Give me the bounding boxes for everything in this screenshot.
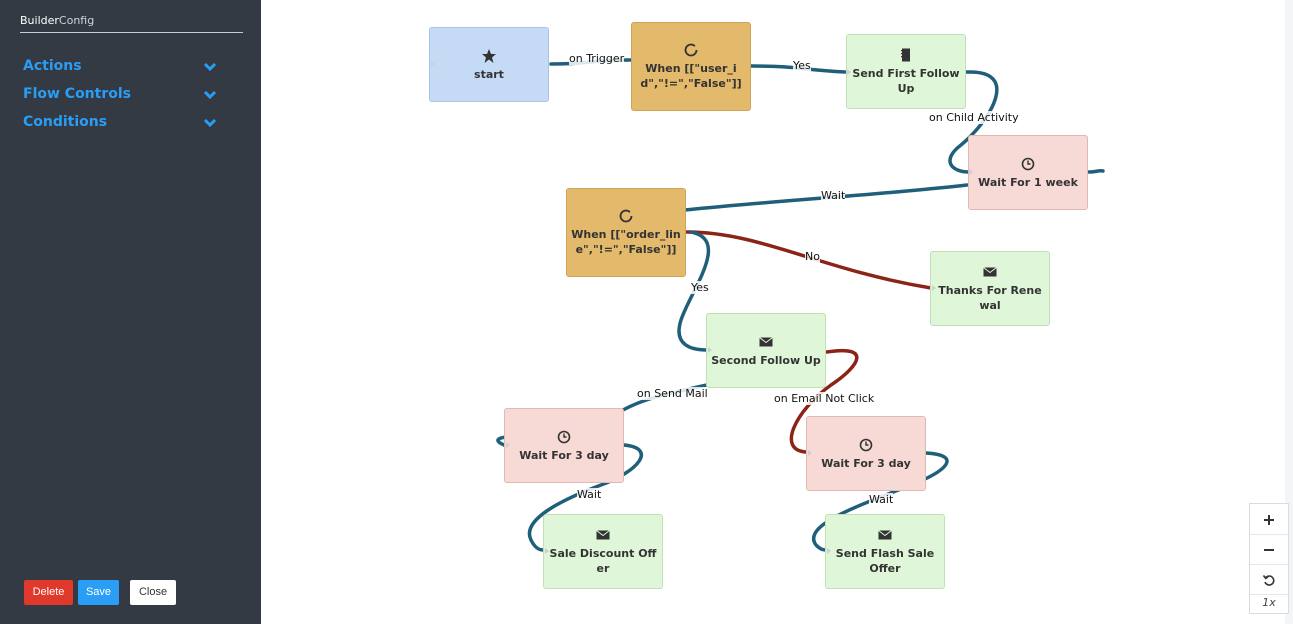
zoom-out-button[interactable] — [1250, 536, 1288, 565]
brand-light: Config — [58, 14, 95, 27]
node-wait-3-day-b[interactable]: Wait For 3 day — [806, 416, 926, 491]
edge-label-wait-2: Wait — [577, 488, 602, 501]
node-wait-1-week[interactable]: Wait For 1 week — [968, 135, 1088, 210]
edge-wait3b-flash[interactable] — [812, 451, 949, 552]
input-port[interactable] — [827, 548, 831, 554]
edge-label-yes: Yes — [793, 59, 811, 72]
chevron-down-icon — [203, 118, 217, 128]
edge-wait-week-self[interactable] — [1087, 168, 1105, 174]
node-label: When [["order_line","!=","False"]] — [571, 228, 681, 256]
node-send-first-follow-up[interactable]: Send First Follow Up — [846, 34, 966, 109]
node-label: Wait For 3 day — [821, 456, 911, 470]
menu-flow-controls[interactable]: Flow Controls — [23, 83, 218, 105]
edges-layer — [496, 58, 1105, 552]
edge-when-order-second[interactable] — [677, 230, 711, 352]
edge-label-on-email-not-click: on Email Not Click — [774, 392, 875, 405]
node-label: Second Follow Up — [711, 353, 821, 367]
node-label: Send Flash Sale Offer — [835, 547, 935, 575]
zoom-in-button[interactable] — [1250, 506, 1288, 535]
edge-label-on-trigger: on Trigger — [569, 52, 625, 65]
brand-bold: Builder — [20, 14, 59, 27]
input-port[interactable] — [932, 285, 936, 291]
zoom-level: 1x — [1262, 596, 1276, 609]
node-wait-3-day-a[interactable]: Wait For 3 day — [504, 408, 624, 483]
edge-wait3a-sale[interactable] — [527, 443, 644, 552]
edge-label-no: No — [805, 250, 820, 263]
node-send-flash-sale-offer[interactable]: Send Flash Sale Offer — [825, 514, 945, 589]
zoom-controls: 1x — [1249, 503, 1289, 614]
edge-label-wait-3: Wait — [869, 493, 894, 506]
envelope-icon — [759, 336, 773, 346]
edge-label-on-child-activity: on Child Activity — [929, 111, 1019, 124]
sidebar: BuilderConfig Actions Flow Controls Cond… — [0, 0, 261, 624]
undo-icon — [1262, 575, 1275, 586]
envelope-icon — [983, 267, 997, 277]
node-label: Send First Follow Up — [852, 67, 960, 95]
input-port[interactable] — [847, 69, 851, 75]
node-label: Wait For 1 week — [978, 175, 1078, 189]
node-label: start — [474, 67, 504, 81]
edge-label-wait: Wait — [821, 189, 846, 202]
zoom-reset-button[interactable] — [1250, 566, 1288, 595]
minus-icon — [1264, 549, 1274, 551]
input-port[interactable] — [969, 169, 973, 175]
input-port[interactable] — [808, 450, 812, 456]
page-icon — [901, 48, 910, 62]
chevron-down-icon — [203, 90, 217, 100]
input-port[interactable] — [545, 548, 549, 554]
loop-icon — [619, 209, 633, 223]
node-label: Sale Discount Offer — [549, 547, 657, 575]
edge-second-wait3b[interactable] — [789, 348, 859, 454]
node-when-order-line[interactable]: When [["order_line","!=","False"]] — [566, 188, 686, 277]
node-second-follow-up[interactable]: Second Follow Up — [706, 313, 826, 388]
star-icon — [482, 48, 496, 63]
menu-conditions[interactable]: Conditions — [23, 111, 218, 133]
clock-icon — [859, 438, 873, 451]
node-when-user-id[interactable]: When [["user_id","!=","False"]] — [631, 22, 751, 111]
plus-icon — [1264, 515, 1274, 525]
menu-flow-controls-label: Flow Controls — [23, 86, 131, 102]
menu-actions-label: Actions — [23, 58, 82, 74]
input-port[interactable] — [431, 61, 435, 67]
brand-title: BuilderConfig — [20, 14, 243, 33]
chevron-down-icon — [203, 62, 217, 72]
envelope-icon — [878, 530, 892, 540]
canvas-scroll-edge — [1285, 0, 1293, 624]
edge-label-on-send-mail: on Send Mail — [637, 387, 708, 400]
close-button[interactable]: Close — [130, 580, 176, 605]
clock-icon — [557, 430, 571, 443]
node-start[interactable]: start — [429, 27, 549, 102]
node-label: Thanks For Renewal — [938, 284, 1042, 312]
node-thanks-for-renewal[interactable]: Thanks For Renewal — [930, 251, 1050, 326]
input-port[interactable] — [506, 442, 510, 448]
menu-conditions-label: Conditions — [23, 114, 108, 130]
menu-actions[interactable]: Actions — [23, 55, 218, 77]
save-button[interactable]: Save — [78, 580, 119, 605]
input-port[interactable] — [708, 347, 712, 353]
delete-button[interactable]: Delete — [24, 580, 73, 605]
node-sale-discount-offer[interactable]: Sale Discount Offer — [543, 514, 663, 589]
edge-when-order-thanks[interactable] — [685, 230, 933, 290]
clock-icon — [1021, 157, 1035, 170]
node-label: When [["user_id","!=","False"]] — [640, 62, 742, 90]
flow-canvas[interactable]: on Trigger Yes on Child Activity Wait No… — [261, 0, 1293, 624]
edge-label-yes-2: Yes — [691, 281, 709, 294]
loop-icon — [684, 43, 698, 57]
node-label: Wait For 3 day — [519, 448, 609, 462]
envelope-icon — [596, 530, 610, 540]
